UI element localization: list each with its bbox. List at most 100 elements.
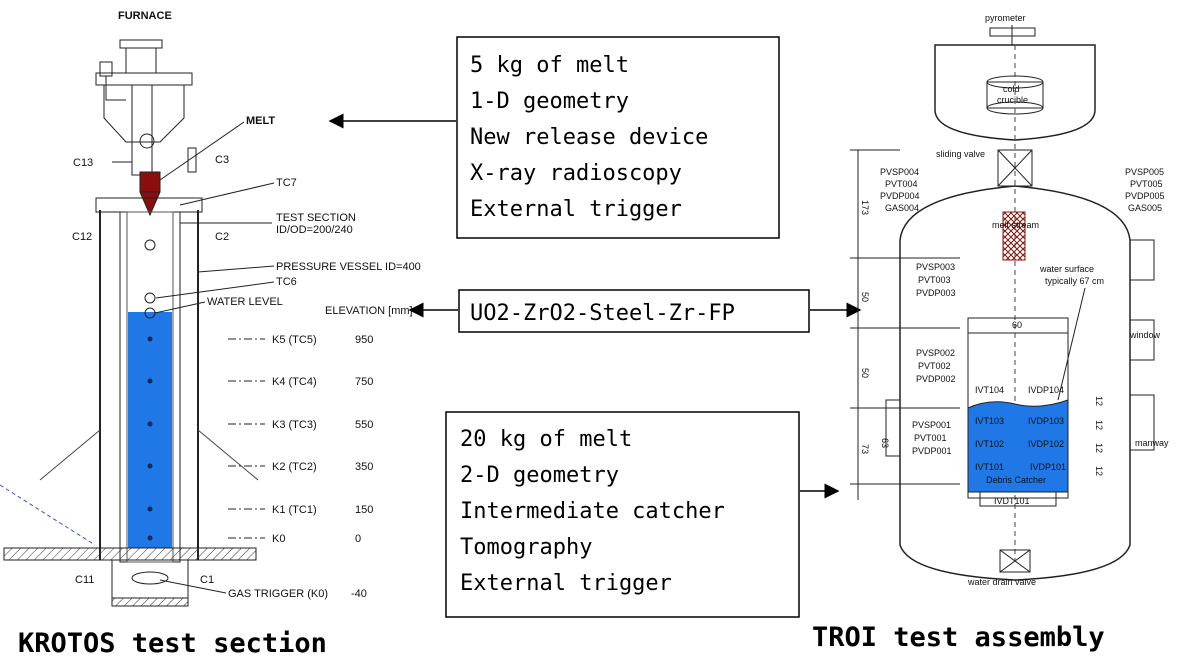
gas-trigger-value: -40: [351, 588, 367, 600]
box-bottom-line-1: 20 kg of melt: [460, 427, 632, 452]
label-tc7: TC7: [276, 177, 297, 189]
station-port: [147, 421, 153, 427]
label-pvt005: PVT005: [1130, 179, 1163, 189]
box-top-line-4: X-ray radioscopy: [470, 161, 682, 186]
label-pvt004: PVT004: [885, 179, 918, 189]
water-drain-valve: [999, 549, 1031, 573]
label-ivt102: IVT102: [975, 439, 1004, 449]
station-label: K5 (TC5): [272, 334, 317, 346]
label-cold: cold: [1003, 84, 1020, 94]
station-value: 150: [355, 504, 373, 516]
label-dim-12a: 12: [1094, 396, 1104, 406]
station-value: 350: [355, 461, 373, 473]
label-dim-12c: 12: [1094, 443, 1104, 453]
furnace-cap: [119, 39, 163, 49]
troi-caption: TROI test assembly: [812, 622, 1105, 653]
box-top-line-3: New release device: [470, 125, 708, 150]
box-bottom-line-2: 2-D geometry: [460, 463, 619, 488]
label-dim-12b: 12: [1094, 420, 1104, 430]
box-bottom-line-5: External trigger: [460, 571, 672, 596]
troi-drawing: pyrometer cold crucible sliding valve PV…: [812, 13, 1169, 653]
label-pvsp005: PVSP005: [1125, 167, 1164, 177]
tc7-leader: [179, 182, 275, 206]
label-debris-catcher: Debris Catcher: [986, 475, 1046, 485]
label-c13: C13: [73, 157, 93, 169]
melt-stream: [1002, 211, 1026, 261]
label-dim-12d: 12: [1094, 466, 1104, 476]
nozzle-window: [1129, 319, 1155, 361]
nozzle-upper: [1129, 239, 1155, 281]
station-label: K4 (TC4): [272, 376, 317, 388]
melt-leader: [159, 121, 245, 181]
label-ivt101: IVT101: [975, 462, 1004, 472]
pressure-vessel-leader: [197, 265, 275, 273]
station-port: [147, 463, 153, 469]
label-elevation: ELEVATION [mm]: [325, 305, 413, 317]
station-value: 950: [355, 334, 373, 346]
water-surface-leader: [1057, 287, 1086, 401]
station-label: K0: [272, 533, 285, 545]
box-top-line-2: 1-D geometry: [470, 89, 629, 114]
krotos-caption: KROTOS test section: [18, 628, 327, 658]
sliding-valve-cross: [997, 149, 1033, 187]
label-manway: manway: [1135, 438, 1169, 448]
station-port: [147, 336, 153, 342]
c3-sensor: [187, 147, 197, 173]
station-label: K3 (TC3): [272, 419, 317, 431]
label-pvt003: PVT003: [918, 275, 951, 285]
pyrometer-mount: [989, 27, 1036, 37]
label-test-section-2: ID/OD=200/240: [276, 224, 353, 236]
box-top-line-1: 5 kg of melt: [470, 53, 629, 78]
label-ivt104: IVT104: [975, 385, 1004, 395]
label-c11: C11: [75, 574, 94, 586]
furnace-body: [103, 85, 185, 143]
label-pvt002: PVT002: [918, 361, 951, 371]
krotos-drawing: FURNACE MELT C3 C13: [0, 10, 421, 658]
label-water-drain-valve: water drain valve: [967, 577, 1036, 587]
water-level-leader: [154, 301, 206, 314]
label-dim-73: 73: [860, 444, 870, 454]
box-mid-frame: [458, 289, 810, 333]
troi-water: [967, 399, 1069, 493]
label-pvdp005: PVDP005: [1125, 191, 1165, 201]
box-bottom-frame: [445, 411, 800, 618]
label-test-section-1: TEST SECTION: [276, 212, 356, 224]
label-c1: C1: [200, 574, 214, 586]
label-d60: 60: [1012, 320, 1022, 330]
release-tube: [131, 84, 153, 176]
label-pvsp004: PVSP004: [880, 167, 919, 177]
furnace-pipe: [105, 76, 126, 101]
label-dim-63: 63: [880, 438, 890, 448]
label-c3: C3: [215, 154, 229, 166]
label-ivdp103: IVDP103: [1028, 416, 1064, 426]
label-pyrometer: pyrometer: [985, 13, 1026, 23]
label-ivdp102: IVDP102: [1028, 439, 1064, 449]
station-value: 750: [355, 376, 373, 388]
box-mid: UO2-ZrO2-Steel-Zr-FP: [458, 289, 810, 333]
box-top: 5 kg of melt 1-D geometry New release de…: [456, 36, 780, 239]
tc6-port: [144, 292, 156, 304]
krotos-dashed-line: [0, 484, 96, 546]
furnace-valve: [99, 61, 113, 77]
station-port: [147, 506, 153, 512]
label-crucible: crucible: [997, 95, 1028, 105]
tc6-leader: [155, 281, 275, 299]
label-c2: C2: [215, 231, 229, 243]
label-pressure-vessel: PRESSURE VESSEL ID=400: [276, 261, 421, 273]
furnace-top: [125, 47, 157, 74]
furnace-flange: [95, 72, 193, 86]
station-port: [147, 535, 153, 541]
label-window: window: [1129, 330, 1161, 340]
gas-trigger-leader: [159, 579, 227, 594]
label-water-surface-2: typically 67 cm: [1045, 276, 1104, 286]
label-c12: C12: [72, 231, 92, 243]
label-dim-173: 173: [860, 200, 870, 215]
station-value: 0: [355, 533, 361, 545]
krotos-bottom-chamber: [111, 559, 189, 599]
box-bottom-line-4: Tomography: [460, 535, 592, 560]
label-ivdt101: IVDT101: [994, 496, 1030, 506]
label-melt-stream: melt stream: [992, 220, 1039, 230]
label-pvsp001: PVSP001: [912, 420, 951, 430]
label-gas005: GAS005: [1128, 203, 1162, 213]
